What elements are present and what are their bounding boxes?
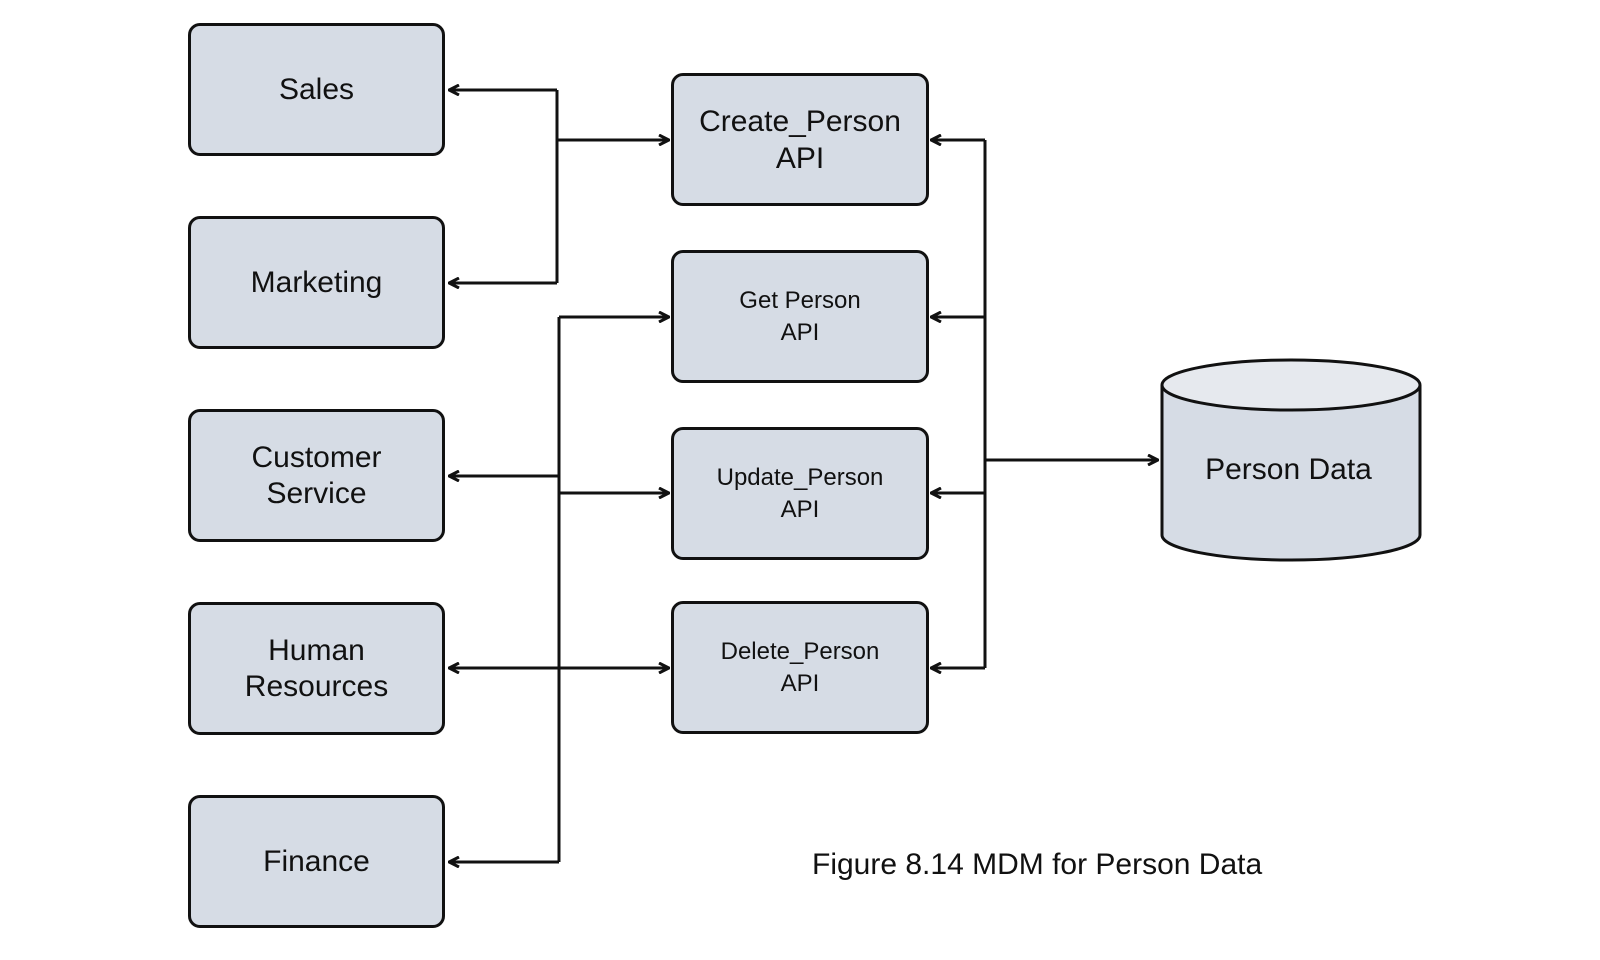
customer-service-label: Customer Service — [251, 440, 382, 510]
marketing-box: Marketing — [188, 216, 445, 349]
person-data-label: Person Data — [1205, 453, 1372, 486]
sales-box: Sales — [188, 23, 445, 156]
create-person-api-label: Create_Person API — [699, 104, 901, 175]
finance-box: Finance — [188, 795, 445, 928]
human-resources-box: Human Resources — [188, 602, 445, 735]
customer-service-box: Customer Service — [188, 409, 445, 542]
create-person-api-box: Create_Person API — [671, 73, 929, 206]
get-person-api-label: Get Person API — [739, 286, 861, 346]
sales-label: Sales — [278, 72, 355, 106]
finance-label: Finance — [263, 844, 370, 878]
human-resources-label: Human Resources — [244, 633, 389, 703]
update-person-api-label: Update_Person API — [716, 463, 884, 523]
delete-person-api-box: Delete_Person API — [671, 601, 929, 734]
database-cylinder-icon — [1160, 358, 1422, 562]
get-person-api-box: Get Person API — [671, 250, 929, 383]
marketing-label: Marketing — [250, 265, 383, 299]
figure-caption: Figure 8.14 MDM for Person Data — [812, 848, 1263, 881]
update-person-api-box: Update_Person API — [671, 427, 929, 560]
delete-person-api-label: Delete_Person API — [720, 637, 880, 697]
